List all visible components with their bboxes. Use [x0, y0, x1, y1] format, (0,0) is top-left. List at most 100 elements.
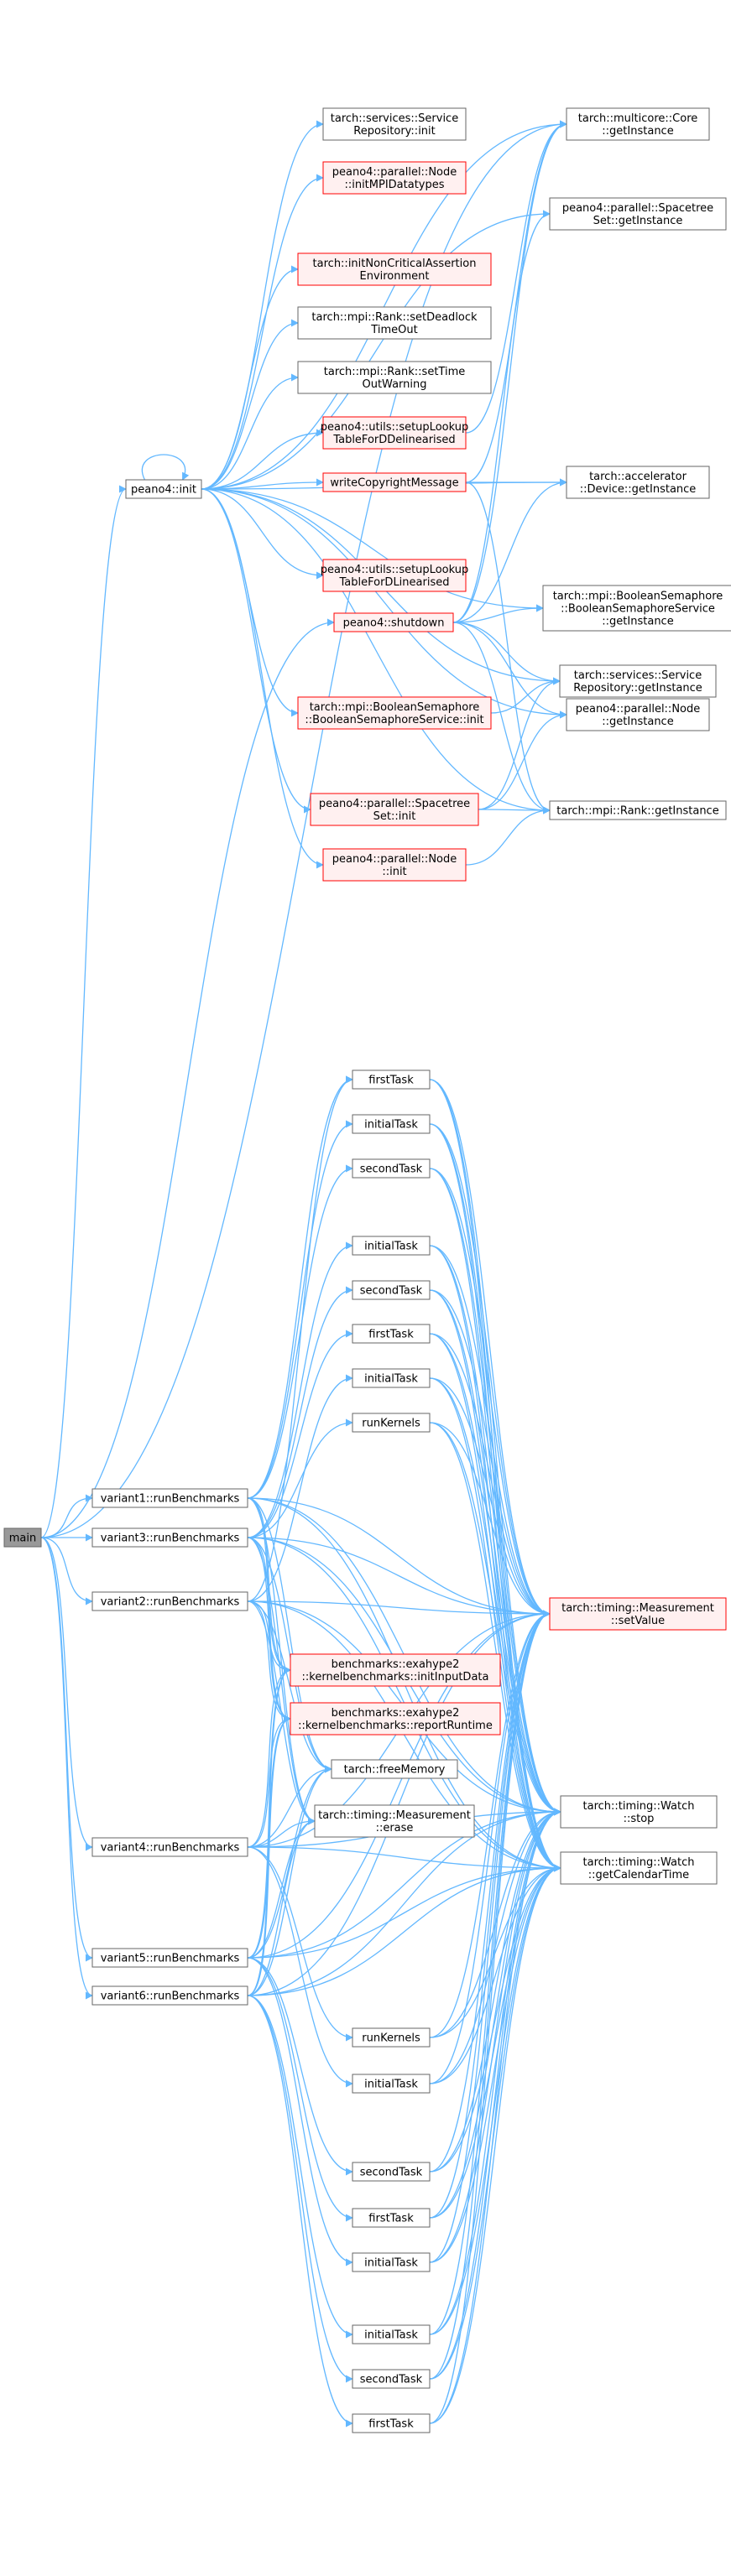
node-v3[interactable]: variant3::runBenchmarks: [91, 1527, 248, 1548]
node-box: [549, 197, 727, 231]
call-edge-it5-to-measSet: [429, 1610, 551, 2263]
call-edge-peano4_init-to-spacetreeGet: [201, 210, 551, 490]
call-edge-lookupDelin-to-coreGet: [465, 120, 567, 434]
node-box: [297, 252, 492, 286]
call-edge-main-to-shutdown: [40, 618, 335, 1538]
node-rankGet[interactable]: tarch::mpi::Rank::getInstance: [549, 800, 727, 820]
node-box: [560, 1795, 718, 1829]
call-edge-main-to-v4: [40, 1537, 93, 1851]
node-ft4[interactable]: firstTask: [352, 2413, 431, 2433]
node-watchCal[interactable]: tarch::timing::Watch::getCalendarTime: [560, 1851, 718, 1885]
node-it2[interactable]: initialTask: [352, 1236, 431, 1256]
node-it6[interactable]: initialTask: [352, 2324, 431, 2344]
node-svcGet[interactable]: tarch::services::ServiceRepository::getI…: [559, 664, 717, 698]
call-edge-peano4_init-to-nodeGet: [201, 488, 567, 719]
node-it4[interactable]: initialTask: [352, 2074, 431, 2094]
node-box: [91, 1527, 248, 1548]
node-coreGet[interactable]: tarch::multicore::Core::getInstance: [566, 107, 710, 141]
node-v5[interactable]: variant5::runBenchmarks: [91, 1948, 248, 1968]
call-edge-main-to-coreGet: [40, 120, 567, 1538]
node-st2[interactable]: secondTask: [352, 1280, 431, 1300]
node-v4[interactable]: variant4::runBenchmarks: [91, 1837, 248, 1857]
call-edge-v6-to-ft4: [247, 1995, 353, 2428]
node-v1[interactable]: variant1::runBenchmarks: [91, 1488, 248, 1508]
node-accelGet[interactable]: tarch::accelerator::Device::getInstance: [566, 466, 710, 499]
node-initInput[interactable]: benchmarks::exahype2::kernelbenchmarks::…: [290, 1653, 501, 1687]
node-rk1[interactable]: runKernels: [352, 1413, 431, 1433]
node-box: [297, 361, 492, 394]
node-boolSemGet[interactable]: tarch::mpi::BooleanSemaphore::BooleanSem…: [542, 585, 731, 632]
node-measSet[interactable]: tarch::timing::Measurement::setValue: [549, 1597, 727, 1631]
call-edge-v5-to-measErase: [247, 1817, 316, 1959]
node-st1[interactable]: secondTask: [352, 1158, 431, 1179]
node-lookupLin[interactable]: peano4::utils::setupLookupTableForDLinea…: [321, 559, 468, 592]
node-st4[interactable]: secondTask: [352, 2369, 431, 2389]
node-nodeGet[interactable]: peano4::parallel::Node::getInstance: [566, 698, 710, 731]
node-ft3[interactable]: firstTask: [352, 2208, 431, 2228]
node-shutdown[interactable]: peano4::shutdown: [333, 612, 454, 632]
node-label: variant2::runBenchmarks: [101, 1596, 240, 1609]
node-reportRt[interactable]: benchmarks::exahype2::kernelbenchmarks::…: [290, 1702, 501, 1736]
call-edge-peano4_init-to-lookupLin: [201, 488, 324, 580]
call-edge-it4-to-measSet: [429, 1610, 551, 2084]
node-ft1[interactable]: firstTask: [352, 1069, 431, 1090]
node-box: [566, 698, 710, 731]
node-lookupDelin[interactable]: peano4::utils::setupLookupTableForDDelin…: [321, 416, 468, 450]
node-freeMem[interactable]: tarch::freeMemory: [331, 1759, 458, 1779]
node-box: [352, 2252, 431, 2272]
node-label: Repository::init: [353, 125, 436, 138]
node-spacetreeGet[interactable]: peano4::parallel::SpacetreeSet::getInsta…: [549, 197, 727, 231]
node-box: [290, 1653, 501, 1687]
node-v6[interactable]: variant6::runBenchmarks: [91, 1985, 248, 2006]
node-box: [91, 1591, 248, 1611]
node-it3[interactable]: initialTask: [352, 1368, 431, 1388]
node-label: peano4::shutdown: [343, 617, 445, 630]
node-label: runKernels: [362, 2032, 420, 2045]
call-edge-shutdown-to-nodeGet: [452, 622, 567, 719]
node-nodeInit[interactable]: peano4::parallel::Node::init: [322, 848, 467, 882]
call-edge-st2-to-watchStop: [429, 1289, 561, 1816]
call-edge-it1-to-measSet: [429, 1123, 551, 1618]
call-edge-rk2-to-measSet: [429, 1610, 551, 2038]
call-edge-nodeInit-to-rankGet: [465, 806, 551, 866]
node-st3[interactable]: secondTask: [352, 2162, 431, 2182]
call-edge-st1-to-watchStop: [429, 1168, 561, 1816]
node-label: tarch::multicore::Core: [578, 112, 698, 125]
call-edge-ft4-to-measSet: [429, 1610, 551, 2424]
node-label: Set::init: [373, 810, 416, 823]
node-label: ::setValue: [611, 1615, 665, 1627]
call-edge-spacetreeInit-to-rankGet: [478, 806, 551, 814]
node-box: [333, 612, 454, 632]
node-box: [3, 1527, 42, 1548]
node-it5[interactable]: initialTask: [352, 2252, 431, 2272]
node-label: OutWarning: [362, 378, 426, 391]
node-measErase[interactable]: tarch::timing::Measurement::erase: [314, 1804, 475, 1838]
node-box: [91, 1948, 248, 1968]
call-edge-writeCopy-to-rankGet: [465, 481, 551, 814]
node-initNonCrit[interactable]: tarch::initNonCriticalAssertionEnvironme…: [297, 252, 492, 286]
node-it1[interactable]: initialTask: [352, 1114, 431, 1134]
node-box: [297, 696, 492, 730]
node-writeCopy[interactable]: writeCopyrightMessage: [322, 472, 467, 492]
node-label: ::initMPIDatatypes: [344, 179, 444, 191]
call-edge-v5-to-freeMem: [247, 1765, 332, 1959]
call-edge-boolSemInit-to-svcGet: [490, 677, 561, 714]
node-boolSemInit[interactable]: tarch::mpi::BooleanSemaphore::BooleanSem…: [297, 696, 492, 730]
node-label: main: [9, 1533, 36, 1545]
node-box: [560, 1851, 718, 1885]
call-edge-rk1-to-measSet: [429, 1422, 551, 1618]
node-initMPI[interactable]: peano4::parallel::Node::initMPIDatatypes: [322, 161, 467, 195]
node-label: variant1::runBenchmarks: [101, 1493, 240, 1506]
call-edge-st2-to-measSet: [429, 1289, 551, 1618]
node-box: [352, 2369, 431, 2389]
node-watchStop[interactable]: tarch::timing::Watch::stop: [560, 1795, 718, 1829]
node-v2[interactable]: variant2::runBenchmarks: [91, 1591, 248, 1611]
call-edge-v5-to-ft3: [247, 1957, 353, 2222]
node-rk2[interactable]: runKernels: [352, 2027, 431, 2048]
node-peano4-init[interactable]: peano4::init: [125, 479, 202, 499]
node-ft2[interactable]: firstTask: [352, 1324, 431, 1344]
